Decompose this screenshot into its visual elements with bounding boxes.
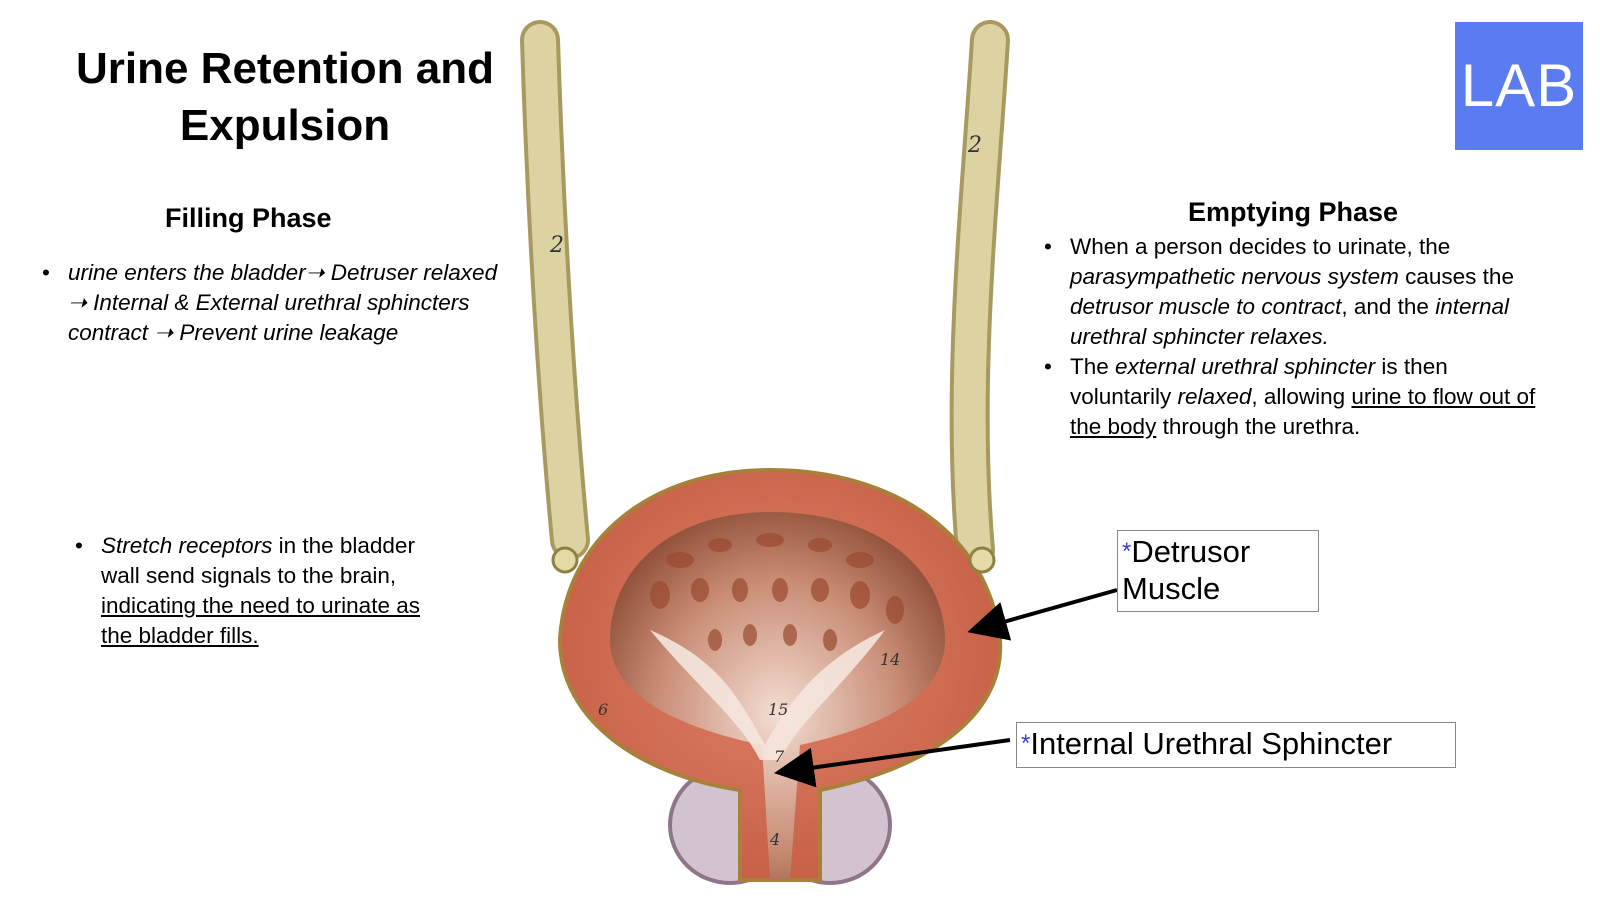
- number-14: 14: [880, 650, 900, 669]
- page-title: Urine Retention and Expulsion: [75, 44, 495, 150]
- stretch-bullet: Stretch receptors in the bladder wall se…: [75, 531, 436, 651]
- number-2-left: 2: [549, 233, 564, 258]
- number-2-right: 2: [967, 133, 982, 158]
- bladder-rugae: [650, 533, 904, 651]
- sphincter-arrow: [774, 738, 1011, 788]
- emptying-bullet-2: The external urethral sphincter is then …: [1044, 352, 1540, 442]
- filling-phase-heading: Filling Phase: [165, 203, 332, 233]
- number-7: 7: [774, 747, 785, 766]
- filling-phase-list: urine enters the bladder➝ Detruser relax…: [42, 258, 498, 348]
- trigone: [650, 630, 885, 760]
- bladder-lumen: [610, 512, 945, 880]
- number-4: 4: [769, 830, 780, 849]
- internal-urethral-sphincter-label: *Internal Urethral Sphincter: [1016, 722, 1456, 768]
- number-6: 6: [598, 700, 608, 719]
- filling-bullet: urine enters the bladder➝ Detruser relax…: [42, 258, 498, 348]
- emptying-phase-list: When a person decides to urinate, the pa…: [1044, 232, 1540, 442]
- stretch-receptors-list: Stretch receptors in the bladder wall se…: [75, 531, 436, 651]
- emptying-phase-heading: Emptying Phase: [1188, 197, 1399, 227]
- number-15: 15: [768, 700, 788, 719]
- emptying-bullet-1: When a person decides to urinate, the pa…: [1044, 232, 1540, 352]
- detrusor-arrow: [967, 588, 1118, 641]
- lab-badge: LAB: [1455, 22, 1583, 150]
- detrusor-muscle-label: *Detrusor Muscle: [1117, 530, 1319, 612]
